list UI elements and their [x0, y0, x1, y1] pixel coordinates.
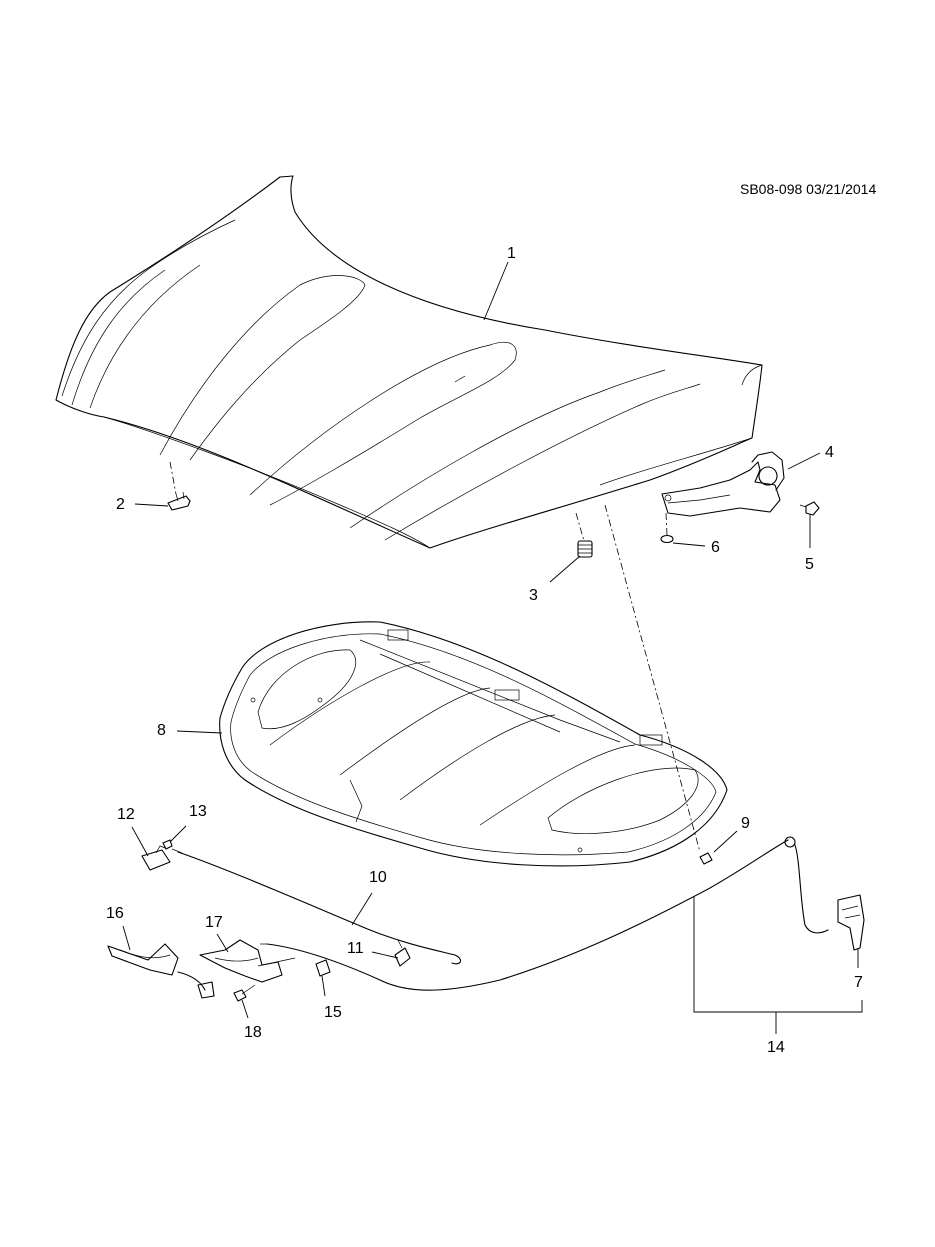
- hinge-bolt: [799, 501, 820, 516]
- release-cable-assembly: [260, 836, 829, 991]
- hood-bumper: [167, 461, 191, 511]
- callout-13: 13: [189, 803, 207, 820]
- callout-12: 12: [117, 806, 135, 823]
- callout-5: 5: [805, 556, 814, 573]
- leader-lines: [122, 261, 863, 1034]
- hood-insulator: [219, 621, 728, 867]
- callout-2: 2: [116, 496, 125, 513]
- callout-11: 11: [347, 940, 364, 957]
- latch-bolt: [233, 984, 256, 1002]
- diagram-reference: SB08-098 03/21/2014: [740, 181, 876, 197]
- callout-18: 18: [244, 1024, 262, 1041]
- cable-bracket: [141, 845, 171, 871]
- callout-17: 17: [205, 914, 223, 931]
- bracket-screw: [162, 839, 173, 850]
- callout-1: 1: [507, 245, 516, 262]
- hood-latch-right: [199, 939, 296, 983]
- callout-16: 16: [106, 905, 124, 922]
- callout-7: 7: [854, 974, 863, 991]
- hood-panel: [55, 175, 763, 549]
- callout-4: 4: [825, 444, 834, 461]
- hood-stop: [575, 512, 593, 558]
- callout-14: 14: [767, 1039, 785, 1056]
- callout-9: 9: [741, 815, 750, 832]
- hood-release-cable: [171, 848, 462, 965]
- hood-latch-left: [107, 943, 215, 999]
- callout-6: 6: [711, 539, 720, 556]
- hinge-nut: [660, 512, 674, 544]
- cable-clip: [394, 939, 411, 967]
- hood-hinge: [661, 451, 785, 517]
- latch-striker: [315, 959, 331, 977]
- release-handle: [837, 894, 865, 951]
- callout-10: 10: [369, 869, 387, 886]
- callout-3: 3: [529, 587, 538, 604]
- callout-8: 8: [157, 722, 166, 739]
- callout-15: 15: [324, 1004, 342, 1021]
- callout-labels: 1 2 3 4 5 6 7 8 9 10 11 12 13 14 15 16 1…: [106, 245, 863, 1056]
- insulator-retainer: [604, 504, 713, 865]
